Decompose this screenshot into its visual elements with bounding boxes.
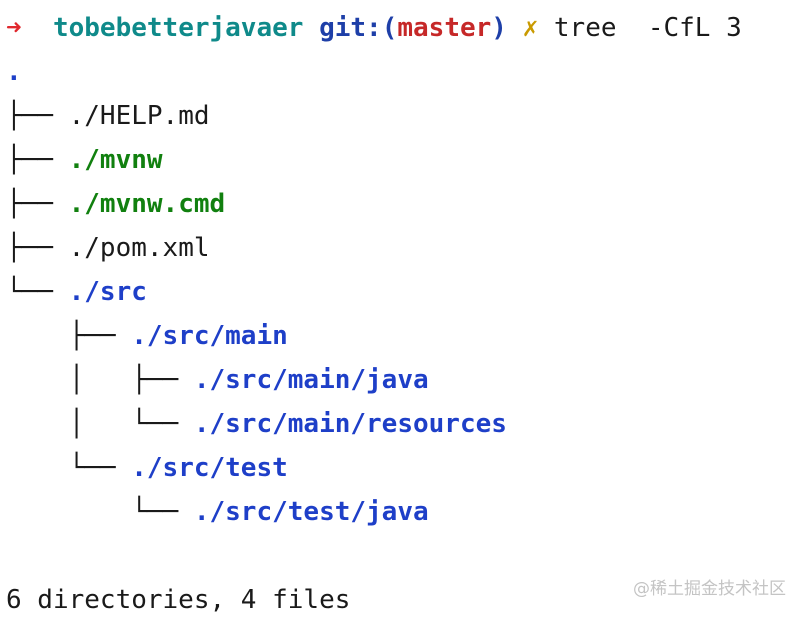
tree-line: ├── ./pom.xml (6, 226, 804, 270)
tree-dir-name: ./src (68, 277, 147, 307)
tree-output: .├── ./HELP.md├── ./mvnw├── ./mvnw.cmd├─… (6, 50, 804, 534)
git-suffix: ) (491, 13, 507, 43)
prompt-arrow-icon: ➜ (6, 13, 22, 43)
tree-line: └── ./src/test/java (6, 490, 804, 534)
tree-line: └── ./src/test (6, 446, 804, 490)
tree-file-name: ./HELP.md (68, 101, 210, 131)
tree-branch-prefix: ├── (6, 101, 69, 131)
tree-line: │ └── ./src/main/resources (6, 402, 804, 446)
tree-summary: 6 directories, 4 files (6, 585, 351, 615)
tree-dir-name: ./src/main/resources (193, 409, 507, 439)
tree-branch-prefix: ├── (6, 321, 132, 351)
tree-branch-prefix: └── (6, 453, 132, 483)
tree-line: . (6, 50, 804, 94)
tree-branch-prefix: │ └── (6, 409, 194, 439)
tree-line: ├── ./src/main (6, 314, 804, 358)
tree-branch-prefix: ├── (6, 189, 69, 219)
tree-line: ├── ./HELP.md (6, 94, 804, 138)
tree-dir-name: ./src/main (131, 321, 288, 351)
git-branch: master (397, 13, 492, 43)
terminal-window[interactable]: ➜ tobebetterjavaer git:(master) ✗ tree -… (6, 6, 804, 616)
dirty-marker-icon: ✗ (522, 13, 539, 43)
prompt-line: ➜ tobebetterjavaer git:(master) ✗ tree -… (6, 6, 804, 50)
command-text[interactable]: tree -CfL 3 (553, 13, 742, 43)
watermark: @稀土掘金技术社区 (633, 579, 786, 599)
tree-file-name: ./mvnw.cmd (68, 189, 226, 219)
tree-branch-prefix: ├── (6, 233, 69, 263)
tree-file-name: ./pom.xml (68, 233, 210, 263)
tree-branch-prefix: └── (6, 277, 69, 307)
tree-branch-prefix: │ ├── (6, 365, 194, 395)
git-prefix: git:( (319, 13, 398, 43)
tree-dir-name: ./src/test (131, 453, 288, 483)
tree-dir-name: . (6, 57, 22, 87)
tree-line: └── ./src (6, 270, 804, 314)
tree-dir-name: ./src/main/java (193, 365, 429, 395)
tree-line: ├── ./mvnw (6, 138, 804, 182)
blank-line (6, 534, 804, 578)
prompt-directory: tobebetterjavaer (52, 13, 304, 43)
tree-branch-prefix: ├── (6, 145, 69, 175)
tree-line: │ ├── ./src/main/java (6, 358, 804, 402)
tree-file-name: ./mvnw (68, 145, 163, 175)
tree-branch-prefix: └── (6, 497, 194, 527)
tree-dir-name: ./src/test/java (193, 497, 429, 527)
tree-line: ├── ./mvnw.cmd (6, 182, 804, 226)
